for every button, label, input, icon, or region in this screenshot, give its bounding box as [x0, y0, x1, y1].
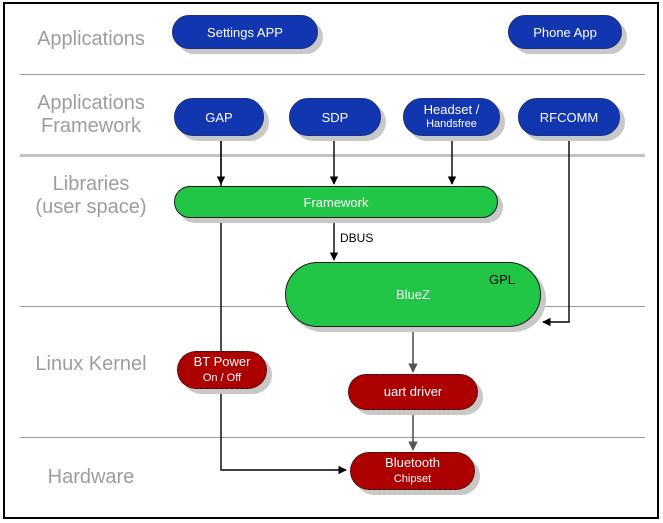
node-settings-app[interactable]: Settings APP	[172, 15, 323, 54]
node-body	[289, 98, 381, 136]
divider-linux-kernel	[20, 437, 645, 438]
node-sdp[interactable]: SDP	[289, 98, 386, 141]
node-headset-handsfree[interactable]: Headset / Handsfree	[403, 98, 505, 141]
edge-rfcomm-to-bluez	[542, 136, 570, 327]
divider-applications-framework	[20, 154, 645, 157]
node-bluetooth-chipset[interactable]: Bluetooth Chipset	[350, 452, 480, 495]
layer-label-hardware: Hardware	[47, 466, 135, 488]
node-framework[interactable]: Framework	[174, 186, 503, 223]
node-gap[interactable]: GAP	[174, 98, 269, 141]
diagram-frame	[3, 2, 659, 519]
node-body	[348, 374, 478, 410]
node-phone-app[interactable]: Phone App	[508, 15, 627, 54]
divider-applications	[20, 74, 645, 75]
node-bt-power[interactable]: BT Power On / Off	[177, 351, 272, 394]
layer-label-applications-framework: Applications Framework	[37, 92, 145, 137]
edge-label-dbus: DBUS	[340, 231, 374, 245]
layer-label-applications: Applications	[37, 28, 145, 50]
node-badge-gpl: GPL	[488, 272, 515, 287]
node-body	[518, 98, 620, 136]
node-bluez[interactable]: GPL BlueZ	[285, 262, 546, 332]
node-rfcomm[interactable]: RFCOMM	[518, 98, 625, 141]
layer-label-libraries: Libraries (user space)	[35, 173, 147, 218]
node-body	[172, 15, 318, 49]
layer-label-linux-kernel: Linux Kernel	[35, 353, 147, 375]
node-body	[350, 452, 475, 490]
node-body	[403, 98, 500, 136]
node-body	[174, 186, 498, 218]
node-body	[177, 351, 267, 389]
node-body	[174, 98, 264, 136]
node-uart-driver[interactable]: uart driver	[348, 374, 483, 415]
node-body	[508, 15, 622, 49]
